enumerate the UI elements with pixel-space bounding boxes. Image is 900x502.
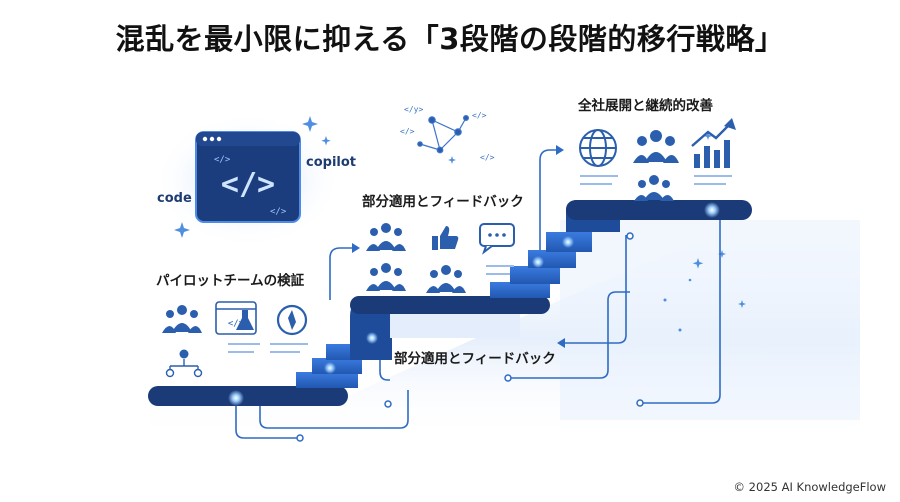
staircase	[148, 200, 752, 406]
code-window-illustration: </> </> </>	[153, 112, 343, 248]
copilot-label: copilot	[306, 155, 357, 170]
code-label: code	[157, 191, 192, 206]
svg-text:</>: </>	[270, 207, 287, 217]
text-lines-icon	[486, 265, 514, 275]
stage2-label: 部分適用とフィードバック	[362, 194, 524, 210]
code-tag: </y>	[404, 105, 423, 114]
globe-icon	[579, 129, 617, 167]
compass-icon	[276, 304, 308, 336]
stage2-icons	[366, 223, 515, 293]
network-graph-icon	[417, 114, 470, 154]
stair-glow-dots	[228, 202, 720, 406]
svg-text:</>: </>	[228, 319, 245, 329]
stage1-icons: </>	[162, 301, 308, 378]
group-icon	[634, 175, 674, 201]
code-tags: </y> </> </> </>	[400, 105, 495, 162]
page-title: 混乱を最小限に抑える「3段階の段階的移行戦略」	[115, 22, 785, 56]
team-icon	[366, 223, 406, 251]
text-lines-icon	[228, 343, 308, 353]
svg-text:</>: </>	[214, 155, 231, 165]
stage1-label: パイロットチームの検証	[156, 273, 305, 289]
copyright-text: © 2025 AI KnowledgeFlow	[733, 480, 886, 494]
stage3-icons	[579, 118, 736, 201]
team-icon	[162, 305, 202, 333]
text-lines-icon	[580, 175, 732, 185]
stage3-label: 全社展開と継続的改善	[578, 98, 713, 114]
org-chart-icon	[165, 349, 203, 378]
growth-chart-icon	[691, 118, 736, 168]
sparkle-icons	[174, 116, 746, 332]
circuit-arrowheads	[352, 145, 565, 348]
thumbs-up-icon	[432, 226, 459, 250]
circuit-end-dots	[296, 232, 644, 442]
code-tag: </>	[400, 127, 415, 136]
svg-text:</>: </>	[221, 167, 275, 202]
code-window-icon: </>	[215, 301, 257, 335]
team-icon	[426, 265, 466, 293]
chat-icon	[479, 223, 515, 255]
team-icon	[633, 130, 679, 163]
code-tag: </>	[472, 111, 487, 120]
flask-icon	[236, 310, 254, 330]
circuit-lines	[235, 149, 721, 439]
lower-stage2-label: 部分適用とフィードバック	[394, 351, 556, 367]
group-icon	[366, 263, 406, 291]
code-tag: </>	[480, 153, 495, 162]
